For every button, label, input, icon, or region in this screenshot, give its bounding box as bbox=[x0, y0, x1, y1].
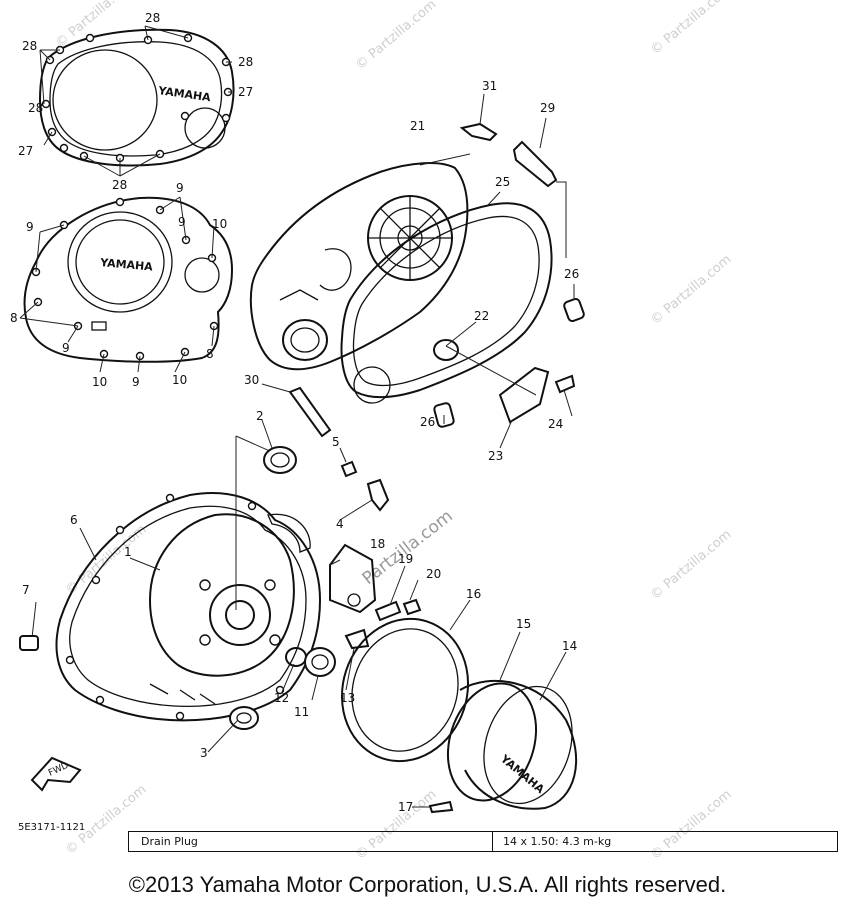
brand-logo: YAMAHA bbox=[157, 84, 212, 104]
watermark: © Partzilla.com bbox=[648, 0, 734, 58]
callout: 24 bbox=[548, 417, 563, 431]
callout: 27 bbox=[18, 144, 33, 158]
callout: 29 bbox=[540, 101, 555, 115]
watermark: © Partzilla.com bbox=[53, 0, 139, 51]
callout: 10 bbox=[212, 217, 227, 231]
callout: 22 bbox=[474, 309, 489, 323]
callout: 9 bbox=[62, 341, 70, 355]
watermarks: © Partzilla.com © Partzilla.com © Partzi… bbox=[53, 0, 734, 863]
crankcase-cover-21 bbox=[249, 162, 469, 371]
watermark: © Partzilla.com bbox=[648, 527, 734, 603]
callout: 9 bbox=[132, 375, 140, 389]
callout: 19 bbox=[398, 552, 413, 566]
spec-item: Drain Plug bbox=[129, 832, 493, 851]
front-arrow-label: FWD bbox=[47, 761, 70, 779]
callout: 8 bbox=[206, 347, 214, 361]
spec-value: 14 x 1.50: 4.3 m-kg bbox=[503, 835, 612, 848]
callout: 14 bbox=[562, 639, 577, 653]
copyright-notice: ©2013 Yamaha Motor Corporation, U.S.A. A… bbox=[128, 872, 727, 897]
callout: 12 bbox=[274, 691, 289, 705]
callout: 23 bbox=[488, 449, 503, 463]
callout: 5 bbox=[332, 435, 340, 449]
diagram-code: 5E3171-1121 bbox=[18, 822, 86, 833]
small-parts-lower: YAMAHA bbox=[19, 419, 578, 814]
cover-middle-left: YAMAHA bbox=[19, 196, 234, 373]
callout: 2 bbox=[256, 409, 264, 423]
callout: 9 bbox=[178, 215, 186, 229]
callout: 25 bbox=[495, 175, 510, 189]
callout: 18 bbox=[370, 537, 385, 551]
callout: 10 bbox=[92, 375, 107, 389]
watermark: © Partzilla.com bbox=[353, 0, 439, 73]
callout: 26 bbox=[420, 415, 435, 429]
small-parts-upper bbox=[261, 93, 585, 449]
brand-logo: YAMAHA bbox=[99, 256, 154, 274]
callout: 16 bbox=[466, 587, 481, 601]
callout: 8 bbox=[10, 311, 18, 325]
spec-table: Drain Plug 14 x 1.50: 4.3 m-kg bbox=[128, 831, 838, 852]
callout: 20 bbox=[426, 567, 441, 581]
callout: 1 bbox=[124, 545, 132, 559]
callout: 15 bbox=[516, 617, 531, 631]
callout: 28 bbox=[112, 178, 127, 192]
callout: 31 bbox=[482, 79, 497, 93]
front-direction-arrow: FWD bbox=[30, 756, 82, 792]
callout: 6 bbox=[70, 513, 78, 527]
callout: 28 bbox=[238, 55, 253, 69]
callout: 9 bbox=[176, 181, 184, 195]
callout: 7 bbox=[22, 583, 30, 597]
callout: 21 bbox=[410, 119, 425, 133]
callout: 4 bbox=[336, 517, 344, 531]
cover-upper-left: YAMAHA bbox=[38, 25, 235, 177]
callout: 27 bbox=[238, 85, 253, 99]
callout: 11 bbox=[294, 705, 309, 719]
callout: 17 bbox=[398, 800, 413, 814]
gasket-25 bbox=[340, 202, 553, 404]
callout: 13 bbox=[340, 691, 355, 705]
callout: 26 bbox=[564, 267, 579, 281]
callout: 10 bbox=[172, 373, 187, 387]
brand-logo: YAMAHA bbox=[497, 752, 547, 797]
callout: 28 bbox=[22, 39, 37, 53]
watermark: © Partzilla.com bbox=[648, 252, 734, 328]
crankcase-cover-main bbox=[31, 435, 322, 722]
callout: 9 bbox=[26, 220, 34, 234]
callout: 28 bbox=[28, 101, 43, 115]
callout: 30 bbox=[244, 373, 259, 387]
callout: 28 bbox=[145, 11, 160, 25]
callout-numbers: 28 28 28 28 27 27 28 9 9 9 10 9 8 8 10 9… bbox=[10, 11, 579, 814]
callout: 3 bbox=[200, 746, 208, 760]
